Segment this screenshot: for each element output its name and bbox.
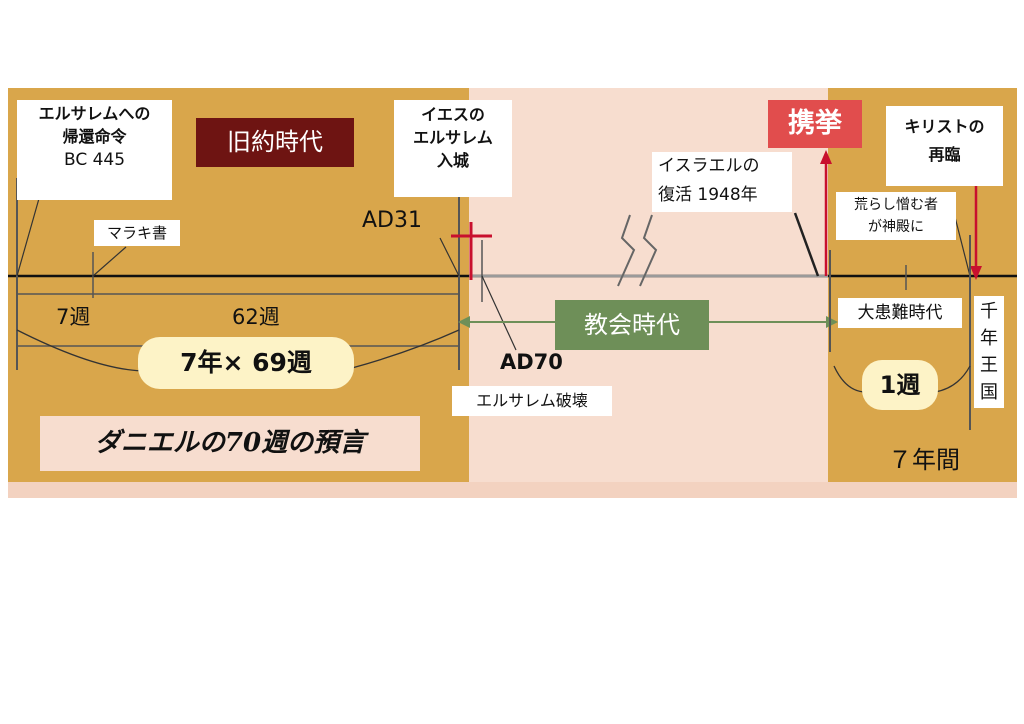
christ-return-line1: キリストの — [904, 117, 985, 136]
old-covenant-era-label: 旧約時代 — [196, 118, 354, 167]
israel-line1: イスラエルの — [658, 156, 760, 176]
decree-pointer — [16, 194, 41, 277]
abomination-line1: 荒らし憎む者 — [854, 197, 938, 213]
israel-restoration-box: イスラエルの 復活 1948年 — [652, 152, 792, 212]
ad70-label: AD70 — [500, 350, 563, 374]
jesus-entry-box: イエスの エルサレム 入城 — [394, 100, 512, 197]
millennium-box: 千 年 王 国 — [974, 296, 1004, 408]
abomination-box: 荒らし憎む者 が神殿に — [836, 192, 956, 240]
christ-return-line2: 再臨 — [928, 145, 961, 164]
malachi-label: マラキ書 — [94, 220, 180, 246]
ad70-pointer — [481, 275, 517, 351]
return-arrowhead — [970, 266, 982, 280]
daniel-title-box: ダニエルの70週の預言 — [40, 416, 420, 471]
christ-return-box: キリストの 再臨 — [886, 106, 1003, 186]
ad31-label: AD31 — [362, 208, 422, 233]
one-week-pill: 1週 — [862, 360, 938, 410]
decree-line1: エルサレムへの — [38, 104, 151, 123]
decree-year: BC 445 — [63, 150, 126, 171]
decree-line2: 帰還命令 — [62, 127, 127, 147]
rapture-arrowhead — [820, 150, 832, 164]
jesus-entry-line3: 入城 — [436, 151, 469, 171]
seven-years-label: ７年間 — [888, 446, 960, 474]
abomination-line2: が神殿に — [868, 219, 924, 235]
time-break-left — [617, 214, 636, 287]
millennium-char-2: 年 — [980, 328, 998, 349]
church-arrow-left — [458, 316, 470, 328]
israel-pointer — [793, 212, 820, 277]
rapture-label: 携挙 — [768, 100, 862, 148]
millennium-char-4: 国 — [980, 382, 998, 403]
seven-years-69-weeks-pill: 7年× 69週 — [138, 337, 354, 389]
church-arrow-right — [826, 316, 838, 328]
jesus-entry-line1: イエスの — [421, 105, 485, 124]
tribulation-label: 大患難時代 — [838, 298, 962, 328]
millennium-char-3: 王 — [980, 355, 998, 376]
seven-weeks-label: 7週 — [56, 305, 91, 329]
millennium-char-1: 千 — [980, 301, 998, 322]
malachi-pointer — [92, 246, 127, 277]
time-break-right — [639, 214, 658, 287]
ad31-pointer — [439, 237, 460, 277]
church-age-label: 教会時代 — [555, 300, 709, 350]
sixtytwo-weeks-label: 62週 — [232, 305, 280, 329]
abomination-pointer — [954, 216, 971, 277]
jerusalem-destruction-label: エルサレム破壊 — [452, 386, 612, 416]
jesus-entry-line2: エルサレム — [413, 128, 493, 148]
bottom-strip — [8, 482, 1017, 498]
israel-line2: 復活 1948年 — [658, 185, 758, 205]
decree-label-box: エルサレムへの 帰還命令 BC 445 — [17, 100, 172, 200]
